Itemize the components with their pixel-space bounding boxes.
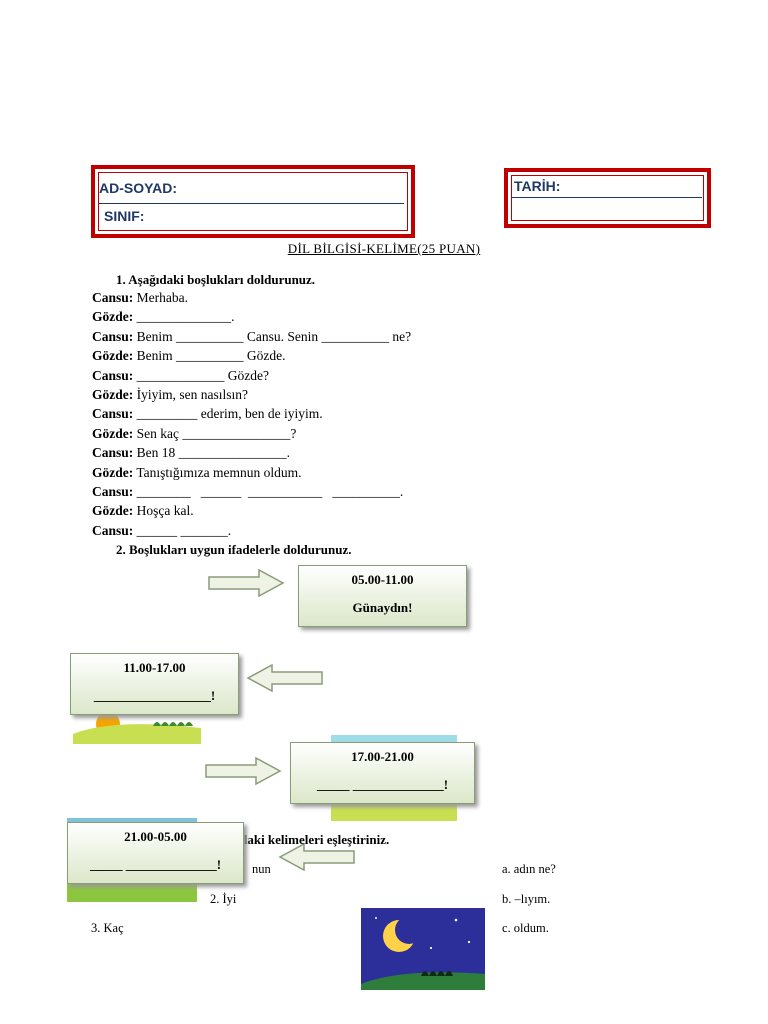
speaker-name: Cansu: — [92, 328, 134, 344]
greeting-box-night: 21.00-05.00 _____ ______________! — [67, 822, 244, 884]
right-arrow-icon — [205, 756, 282, 786]
time-range: 17.00-21.00 — [351, 749, 414, 764]
right-arrow-icon — [208, 568, 285, 598]
greeting-blank[interactable]: _____ ______________! — [89, 857, 222, 872]
speaker-name: Gözde: — [92, 464, 134, 480]
date-divider — [512, 197, 702, 198]
speaker-name: Gözde: — [92, 425, 134, 441]
dialogue-line: Cansu: ________ ______ ___________ _____… — [92, 484, 403, 500]
match-left-3: 3. Kaç — [91, 921, 124, 935]
speaker-name: Cansu: — [92, 367, 134, 383]
dialogue-line: Cansu: _________ ederim, ben de iyiyim. — [92, 406, 323, 422]
greeting-box-morning: 05.00-11.00 Günaydın! — [298, 565, 467, 627]
match-left-2: 2. İyi — [210, 892, 237, 906]
dialogue-line: Gözde: ______________. — [92, 309, 235, 325]
match-right-b: b. –lıyım. — [502, 892, 551, 906]
dialogue-line: Cansu: ______ _______. — [92, 523, 231, 539]
page-title: DİL BİLGİSİ-KELİME(25 PUAN) — [287, 241, 481, 256]
time-range: 21.00-05.00 — [124, 829, 187, 844]
greeting-box-evening: 17.00-21.00 _____ ______________! — [290, 742, 475, 804]
dialogue-line: Gözde: Hoşça kal. — [92, 503, 194, 519]
speaker-name: Cansu: — [92, 290, 134, 305]
dialogue-text[interactable]: ______ _______. — [133, 522, 232, 538]
dialogue-text[interactable]: _____________ Gözde? — [133, 367, 269, 383]
dialogue-line: Gözde: Benim __________ Gözde. — [92, 348, 285, 364]
dialogue-text[interactable]: Sen kaç ________________? — [133, 425, 297, 441]
match-left-1: nun — [252, 862, 271, 876]
speaker-name: Gözde: — [92, 387, 134, 402]
dialogue-text[interactable]: Merhaba. — [133, 290, 188, 305]
speaker-name: Gözde: — [92, 348, 134, 364]
question-2-heading: 2. Boşlukları uygun ifadelerle doldurunu… — [116, 542, 352, 557]
dialogue-line: Cansu: Benim __________ Cansu. Senin ___… — [92, 329, 411, 345]
name-label: AD-SOYAD: — [99, 180, 178, 196]
dialogue-text[interactable]: Benim __________ Cansu. Senin __________… — [133, 328, 412, 344]
dialogue-line: Gözde: Sen kaç ________________? — [92, 426, 296, 442]
dialogue-line: Cansu: _____________ Gözde? — [92, 368, 269, 384]
match-right-a: a. adın ne? — [502, 862, 556, 876]
afternoon-sun-picture — [73, 712, 201, 744]
class-label: SINIF: — [104, 208, 145, 224]
speaker-name: Gözde: — [92, 309, 134, 325]
dialogue-line: Gözde: Tanıştığımıza memnun oldum. — [92, 465, 302, 481]
dialogue-line: Cansu: Ben 18 ________________. — [92, 445, 290, 461]
night-moon-picture — [361, 908, 485, 990]
speaker-name: Cansu: — [92, 484, 134, 499]
time-range: 05.00-11.00 — [351, 572, 414, 587]
left-arrow-icon — [246, 663, 323, 693]
dialogue-line: Gözde: İyiyim, sen nasılsın? — [92, 387, 248, 403]
dialogue-text[interactable]: ________ ______ ___________ __________. — [133, 484, 404, 499]
name-class-box — [91, 165, 415, 238]
time-range: 11.00-17.00 — [123, 660, 186, 675]
dialogue-text[interactable]: Ben 18 ________________. — [133, 445, 291, 461]
dialogue-text[interactable]: İyiyim, sen nasılsın? — [133, 387, 248, 402]
date-label: TARİH: — [514, 178, 561, 194]
dialogue-text[interactable]: Benim __________ Gözde. — [133, 348, 286, 364]
speaker-name: Cansu: — [92, 445, 134, 461]
date-box — [504, 168, 711, 228]
dialogue-text[interactable]: Hoşça kal. — [133, 503, 194, 519]
speaker-name: Gözde: — [92, 503, 134, 519]
question-3-heading-fragment: ğıdaki kelimeleri eşleştiriniz. — [230, 832, 390, 847]
speaker-name: Cansu: — [92, 406, 134, 422]
greeting-blank[interactable]: __________________! — [93, 688, 216, 703]
greeting-box-afternoon: 11.00-17.00 __________________! — [70, 653, 239, 715]
question-1-heading: 1. Aşağıdaki boşlukları doldurunuz. — [116, 272, 316, 287]
greeting-blank[interactable]: _____ ______________! — [316, 777, 449, 792]
dialogue-text[interactable]: _________ ederim, ben de iyiyim. — [133, 406, 323, 422]
dialogue-text[interactable]: ______________. — [133, 309, 235, 325]
speaker-name: Cansu: — [92, 522, 134, 538]
name-divider — [99, 203, 404, 204]
left-arrow-icon — [278, 842, 355, 872]
match-right-c: c. oldum. — [502, 921, 549, 935]
dialogue-line: Cansu: Merhaba. — [92, 290, 188, 306]
dialogue-text[interactable]: Tanıştığımıza memnun oldum. — [133, 464, 302, 480]
greeting-answer: Günaydın! — [352, 600, 413, 615]
